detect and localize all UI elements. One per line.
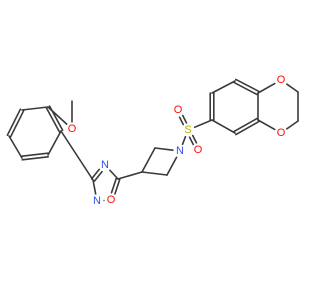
bond-r5-r6-line2 [233,117,258,133]
bond-S-OB-line2 [188,136,195,146]
atom-bg-sulfonyl-S [181,123,195,137]
atom-label-methoxy-O: O [68,123,77,135]
atom-label-dioxane-O-bottom: O [277,127,286,139]
bond-dOb-r5 [257,119,276,131]
atom-bg-methoxy-O [65,122,79,136]
atom-label-ox-O1: O [107,194,116,206]
atom-bg-ox-N4 [98,158,112,172]
bond-A2-A1 [154,147,174,151]
bond-b5-b6 [21,106,49,111]
atom-label-dioxane-O-top: O [277,74,286,86]
atom-label-sulfonyl-O-bottom: O [194,144,203,156]
bond-N2-C3 [92,179,97,195]
bond-b4-b5-line1 [6,108,22,136]
bond-S-OT-line2 [181,114,188,124]
bond-b4-b5-line2 [9,110,25,138]
bond-b2-b3-line1 [21,155,50,161]
bond-b6-b1-line2 [45,107,61,133]
bond-dOt-dC1 [285,83,299,93]
bond-b3-b4 [8,135,23,159]
bond-C5-O1-line2 [110,177,118,194]
bond-r4-dOt [257,82,276,94]
atom-label-ox-N4: N [101,159,109,171]
atom-label-azetidine-N: N [176,145,184,157]
bond-C5-A3 [117,171,143,180]
bond-S-r1 [193,119,213,129]
atom-bg-ox-N2 [90,194,104,208]
bond-r5-r6-line1 [235,120,260,136]
bond-r3-r4-line1 [235,78,260,93]
bond-A1-A4 [166,156,178,176]
bond-S-OT-line1 [178,116,185,126]
bond-b2-b3-line2 [20,152,49,158]
bond-dC2-dOb [285,120,299,130]
bond-r2-r3 [211,80,236,94]
atom-bg-sulfonyl-O-top [171,103,185,117]
atom-bg-sulfonyl-O-bottom [191,143,205,157]
atom-label-ox-N2: N [93,195,101,207]
bond-A1-S [181,135,187,146]
bond-C5-O1-line1 [114,178,121,195]
bond-C3-N4-line1 [90,168,101,180]
bond-r3-r4-line2 [233,81,258,96]
atom-bg-dioxane-O-top [274,73,288,87]
atom-bg-ox-O1 [104,193,118,207]
bond-b1-C3 [60,130,94,181]
atom-label-sulfonyl-S: S [184,124,191,136]
bond-r6-r1 [211,119,236,134]
bonds-layer [6,78,299,202]
bond-S-OB-line1 [191,134,198,144]
bond-b1-b2 [47,130,62,156]
bond-C3-N4-line2 [93,170,103,182]
atom-label-sulfonyl-O-top: O [174,104,183,116]
atom-bg-azetidine-N [173,144,187,158]
bond-b6-mO [47,106,68,126]
bond-N4-C5 [108,169,119,180]
bond-A3-A2 [141,147,156,173]
bond-A4-A3 [141,171,168,176]
atom-bg-dioxane-O-bottom [274,126,288,140]
